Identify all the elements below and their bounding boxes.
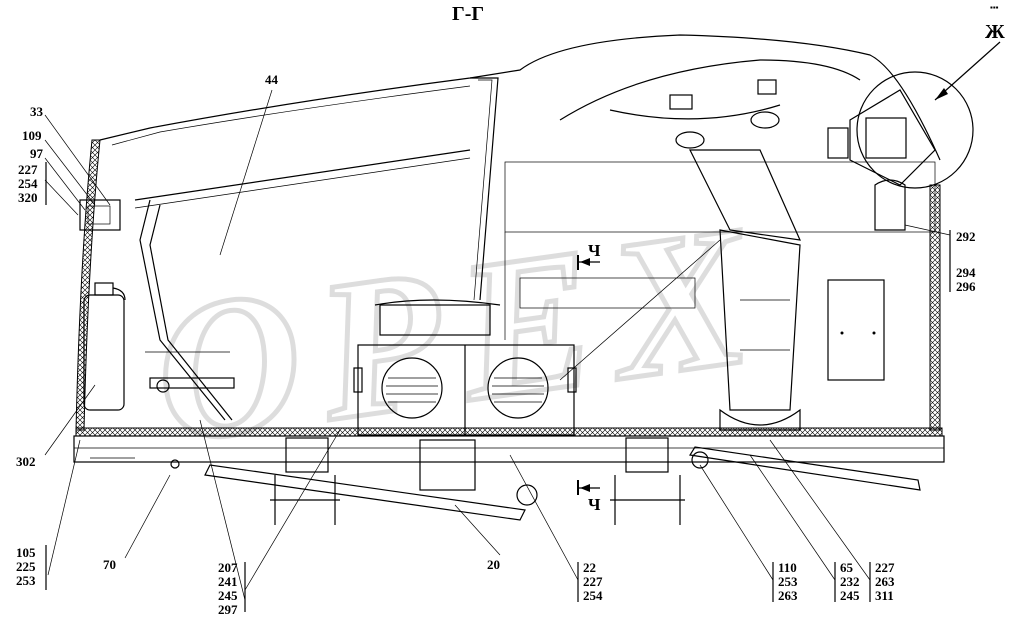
callout-97: 97: [30, 146, 44, 161]
section-title: Г-Г: [452, 3, 484, 25]
leader-lines: [44, 89, 951, 601]
callout-320: 320: [18, 190, 38, 205]
callout-227-left: 227: [18, 162, 38, 177]
callout-296: 296: [956, 279, 976, 294]
cab-body: [73, 34, 945, 463]
callout-254-mid: 254: [583, 588, 603, 603]
upper-right-unit: [827, 71, 974, 231]
callout-311: 311: [875, 588, 894, 603]
callout-20: 20: [487, 557, 500, 572]
callout-297: 297: [218, 602, 238, 617]
callout-22: 22: [583, 560, 596, 575]
callout-65: 65: [840, 560, 854, 575]
callout-241: 241: [218, 574, 238, 589]
callout-253-mid: 253: [778, 574, 798, 589]
callout-245-right: 245: [840, 588, 860, 603]
callout-109: 109: [22, 128, 42, 143]
callout-bars: [45, 162, 951, 612]
callout-254-left: 254: [18, 176, 38, 191]
callouts: 33 109 97 227 254 320 44 302 292 294 296…: [16, 72, 976, 617]
callout-110: 110: [778, 560, 797, 575]
view-marker-arrow: [934, 41, 1001, 101]
callout-70: 70: [103, 557, 116, 572]
callout-263-right: 263: [875, 574, 895, 589]
callout-225: 225: [16, 559, 36, 574]
left-equipment: [79, 199, 235, 421]
callout-245: 245: [218, 588, 238, 603]
callout-253: 253: [16, 573, 36, 588]
callout-294: 294: [956, 265, 976, 280]
section-label-lower: Ч: [588, 495, 601, 514]
callout-263-mid: 263: [778, 588, 798, 603]
callout-33: 33: [30, 104, 44, 119]
steering-column: [559, 59, 861, 431]
callout-207: 207: [218, 560, 238, 575]
callout-232: 232: [840, 574, 860, 589]
heater-unit: [353, 299, 577, 436]
callout-44: 44: [265, 72, 279, 87]
callout-227-right: 227: [875, 560, 895, 575]
watermark-text: OPEX: [142, 182, 780, 486]
underframe: [90, 437, 921, 525]
section-arrow-lower: [577, 480, 600, 495]
callout-227-mid: 227: [583, 574, 603, 589]
section-arrow-upper: [577, 255, 600, 270]
callout-302: 302: [16, 454, 36, 469]
callout-292: 292: [956, 229, 976, 244]
watermark: OPEX: [139, 180, 782, 489]
section-label-upper: Ч: [588, 241, 601, 260]
view-marker-label: Ж: [985, 21, 1005, 43]
corner-mark: ▪▪▪: [990, 3, 999, 12]
callout-105: 105: [16, 545, 36, 560]
